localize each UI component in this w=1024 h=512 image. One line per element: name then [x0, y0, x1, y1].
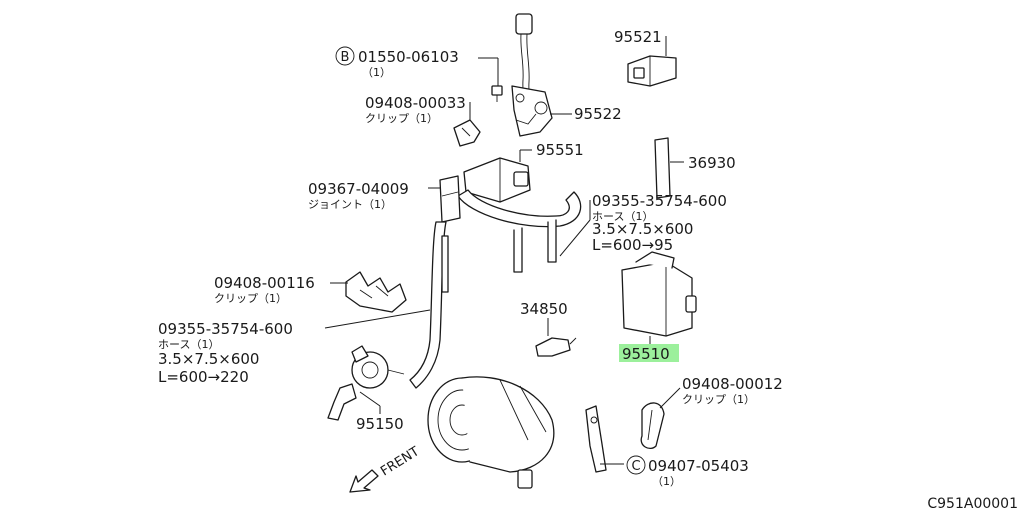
- callout-09408-00116[interactable]: 09408-00116 クリップ（1）: [214, 274, 315, 305]
- diagram-code: C951A00001: [927, 496, 1018, 512]
- desc-09408-00012: クリップ（1）: [682, 393, 755, 406]
- part-number-95521[interactable]: 95521: [614, 28, 662, 46]
- callout-95510-highlighted[interactable]: 95510: [619, 344, 679, 363]
- highlight-95510: [619, 344, 679, 362]
- quantity-01550: （1）: [362, 66, 391, 79]
- desc-09367-04009: ジョイント（1）: [308, 198, 392, 211]
- size-09355-lower: 3.5×7.5×600: [158, 350, 259, 368]
- desc-09355-upper: ホース（1）: [592, 210, 653, 223]
- part-number-09407-05403: 09407-05403: [648, 457, 749, 475]
- part-number-09355-lower: 09355-35754-600: [158, 320, 293, 338]
- part-number-09367-04009: 09367-04009: [308, 180, 409, 198]
- callout-09408-00012[interactable]: 09408-00012 クリップ（1）: [682, 375, 783, 406]
- part-number-95522[interactable]: 95522: [574, 105, 622, 123]
- part-09367-joint[interactable]: [439, 175, 461, 223]
- part-number-09408-00116: 09408-00116: [214, 274, 315, 292]
- part-number-34850[interactable]: 34850: [520, 300, 568, 318]
- front-arrow: FRENT: [349, 444, 422, 493]
- part-number-09408-00033: 09408-00033: [365, 94, 466, 112]
- part-compressor: [427, 376, 555, 489]
- part-95510-control-unit[interactable]: [621, 251, 697, 337]
- part-95522-solenoid-bracket[interactable]: [511, 13, 553, 137]
- length-09355-lower: L=600→220: [158, 368, 249, 386]
- leader-lines: [324, 36, 684, 465]
- part-number-09408-00012: 09408-00012: [682, 375, 783, 393]
- part-number-95150[interactable]: 95150: [356, 415, 404, 433]
- desc-09355-lower: ホース（1）: [158, 338, 219, 351]
- circle-mark-b: B: [341, 50, 350, 65]
- length-09355-upper: L=600→95: [592, 236, 673, 254]
- part-number-36930[interactable]: 36930: [688, 154, 736, 172]
- desc-09408-00116: クリップ（1）: [214, 292, 287, 305]
- part-number-95510: 95510: [622, 345, 670, 363]
- part-09408-00033-clip[interactable]: [453, 119, 481, 147]
- part-36930-label[interactable]: [654, 137, 671, 199]
- part-number-95551[interactable]: 95551: [536, 141, 584, 159]
- front-label: FRENT: [378, 444, 422, 479]
- hose-09355-upper[interactable]: [409, 221, 449, 389]
- part-01550-bolt[interactable]: [491, 85, 503, 102]
- quantity-09407: （1）: [652, 475, 681, 488]
- callout-09355-lower[interactable]: 09355-35754-600 ホース（1） 3.5×7.5×600 L=600…: [158, 320, 293, 386]
- callout-09408-00033[interactable]: 09408-00033 クリップ（1）: [365, 94, 466, 125]
- part-95551-vacuum-solenoid[interactable]: [457, 157, 582, 273]
- part-number-01550-06103: 01550-06103: [358, 48, 459, 66]
- callout-09367-04009[interactable]: 09367-04009 ジョイント（1）: [308, 180, 409, 211]
- size-09355-upper: 3.5×7.5×600: [592, 220, 693, 238]
- callout-09355-upper[interactable]: 09355-35754-600 ホース（1） 3.5×7.5×600 L=600…: [592, 192, 727, 254]
- part-95150-actuator[interactable]: [327, 345, 405, 421]
- part-09408-00012-clip[interactable]: [640, 402, 665, 450]
- part-34850-sensor[interactable]: [535, 337, 577, 357]
- part-number-09355-upper: 09355-35754-600: [592, 192, 727, 210]
- callout-01550-06103[interactable]: B 01550-06103 （1）: [335, 46, 459, 79]
- callout-09407-05403[interactable]: C 09407-05403 （1）: [626, 455, 749, 488]
- circle-mark-c: C: [631, 459, 640, 474]
- part-09407-bracket[interactable]: [585, 405, 607, 473]
- part-95521-connector[interactable]: [627, 55, 677, 87]
- part-09408-00116-clip[interactable]: [345, 271, 407, 313]
- desc-09408-00033: クリップ（1）: [365, 112, 438, 125]
